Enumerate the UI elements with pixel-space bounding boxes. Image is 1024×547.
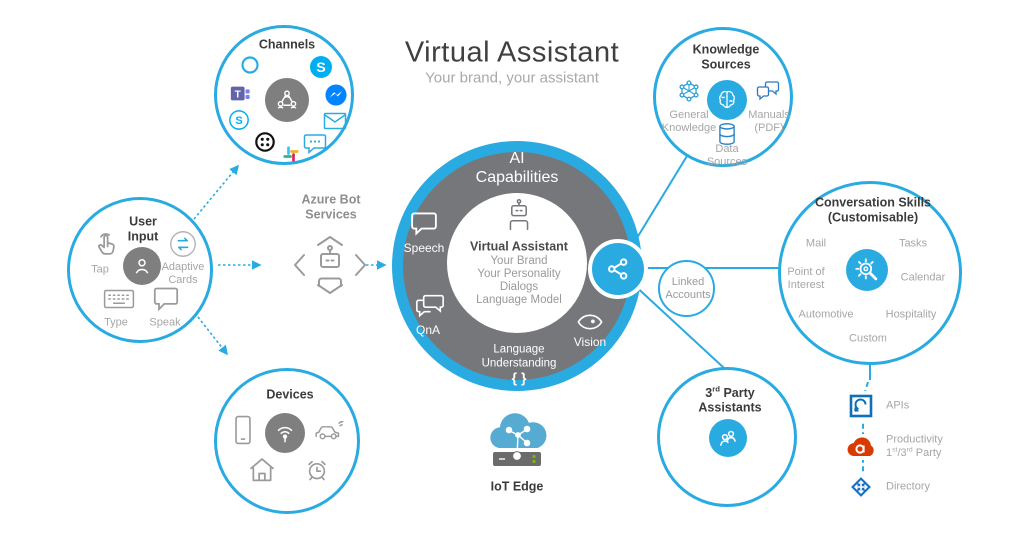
speak-label: Speak [149, 316, 181, 329]
alarm-clock-icon [303, 456, 331, 484]
person-icon [123, 247, 161, 285]
azure-bot-icon [288, 233, 372, 297]
share-icon [608, 258, 628, 280]
automotive-label: Automotive [798, 308, 854, 321]
skills-gear-icon [846, 249, 888, 291]
speak-bubble-icon [152, 286, 180, 312]
chevron-right-icon [355, 254, 366, 276]
slack-icon [281, 144, 301, 164]
general-knowledge-label: General Knowledge [661, 109, 717, 134]
chevron-left-icon [294, 254, 305, 276]
tap-label: Tap [91, 263, 109, 276]
manuals-label: Manuals (PDF) [748, 109, 790, 134]
tap-icon [92, 229, 122, 259]
home-icon [247, 456, 277, 484]
conversation-skills-circle: Conversation Skills(Customisable) Mail T… [778, 181, 962, 365]
adaptive-cards-icon [169, 230, 197, 258]
calendar-label: Calendar [900, 271, 946, 284]
inner-title: Virtual Assistant [470, 239, 568, 254]
assistants-people-icon [709, 419, 747, 457]
messenger-icon [325, 84, 348, 107]
inner-bot-icon [501, 196, 537, 232]
inner-line1: Your Brand [490, 255, 548, 268]
teams-icon: T [229, 83, 251, 105]
api-icon [846, 391, 876, 421]
page-subtitle: Your brand, your assistant [425, 69, 599, 87]
svg-text:S: S [316, 59, 325, 75]
vision-label: Vision [573, 334, 607, 349]
directory-label: Directory [886, 480, 931, 493]
devices-title: Devices [266, 387, 314, 402]
email-icon [323, 111, 347, 131]
skype-icon: S [309, 55, 333, 79]
third-party-circle: 3rd Party Assistants [657, 367, 797, 507]
inner-line3: Dialogs [499, 281, 539, 294]
skype-business-icon: S [228, 109, 250, 131]
twilio-icon [254, 131, 276, 153]
mail-label: Mail [805, 237, 827, 250]
linked-accounts-label: Linked Accounts [665, 276, 711, 301]
poi-label: Point of Interest [787, 266, 825, 291]
user-input-title: User Input [127, 214, 159, 243]
phone-icon [234, 415, 252, 445]
linked-accounts-circle: Linked Accounts [658, 260, 715, 317]
brain-icon [707, 80, 747, 120]
productivity-cloud-icon [845, 434, 877, 460]
group-network-icon [265, 78, 309, 122]
wifi-speaker-icon [265, 413, 305, 453]
iot-edge-label: IoT Edge [490, 479, 544, 494]
page-title: Virtual Assistant [404, 36, 620, 69]
type-label: Type [104, 316, 128, 329]
keyboard-icon [103, 288, 135, 310]
database-icon [717, 122, 737, 146]
apis-label: APIs [886, 399, 910, 412]
braces-icon: { } [511, 369, 527, 386]
tasks-label: Tasks [898, 237, 928, 250]
iot-edge-icon [479, 404, 555, 476]
chevron-down-icon [317, 284, 343, 294]
knowledge-title: Knowledge Sources [692, 42, 760, 71]
arrow-input-to-channels [193, 164, 240, 220]
channels-circle: Channels S T S [214, 25, 354, 165]
speech-label: Speech [403, 240, 445, 255]
svg-text:T: T [235, 90, 242, 101]
azure-bot-title: Azure Bot Services [301, 192, 361, 221]
devices-circle: Devices [214, 368, 360, 514]
qna-label: QnA [415, 322, 441, 337]
language-understanding-label: Language Understanding [481, 343, 557, 369]
user-input-circle: User Input Tap Adaptive Cards Type Speak [67, 197, 213, 343]
knowledge-graph-icon [676, 78, 702, 104]
skills-title: Conversation Skills(Customisable) [814, 195, 931, 224]
inner-line4: Language Model [476, 294, 562, 307]
arrow-input-to-devices [197, 316, 228, 356]
inner-line2: Your Personality [477, 268, 561, 281]
custom-label: Custom [849, 332, 887, 345]
data-sources-label: Data Sources [706, 143, 748, 168]
share-node [588, 239, 648, 299]
channels-title: Channels [258, 37, 316, 52]
svg-text:S: S [235, 115, 242, 127]
webchat-ring-icon [240, 55, 260, 75]
vision-icon [576, 313, 604, 331]
directory-icon [846, 472, 876, 502]
speech-icon [409, 211, 439, 237]
hospitality-label: Hospitality [885, 308, 937, 321]
adaptive-cards-label: Adaptive Cards [161, 261, 205, 286]
third-party-title: 3rd Party Assistants [698, 384, 762, 415]
chat-bubble-icon [303, 133, 327, 155]
manuals-icon [755, 79, 781, 103]
productivity-label: Productivity 1st/3rd Party [886, 433, 943, 460]
knowledge-sources-circle: Knowledge Sources General Knowledge Manu… [653, 27, 793, 168]
chevron-up-icon [317, 236, 343, 246]
car-icon [313, 417, 347, 443]
qna-icon [414, 293, 446, 319]
